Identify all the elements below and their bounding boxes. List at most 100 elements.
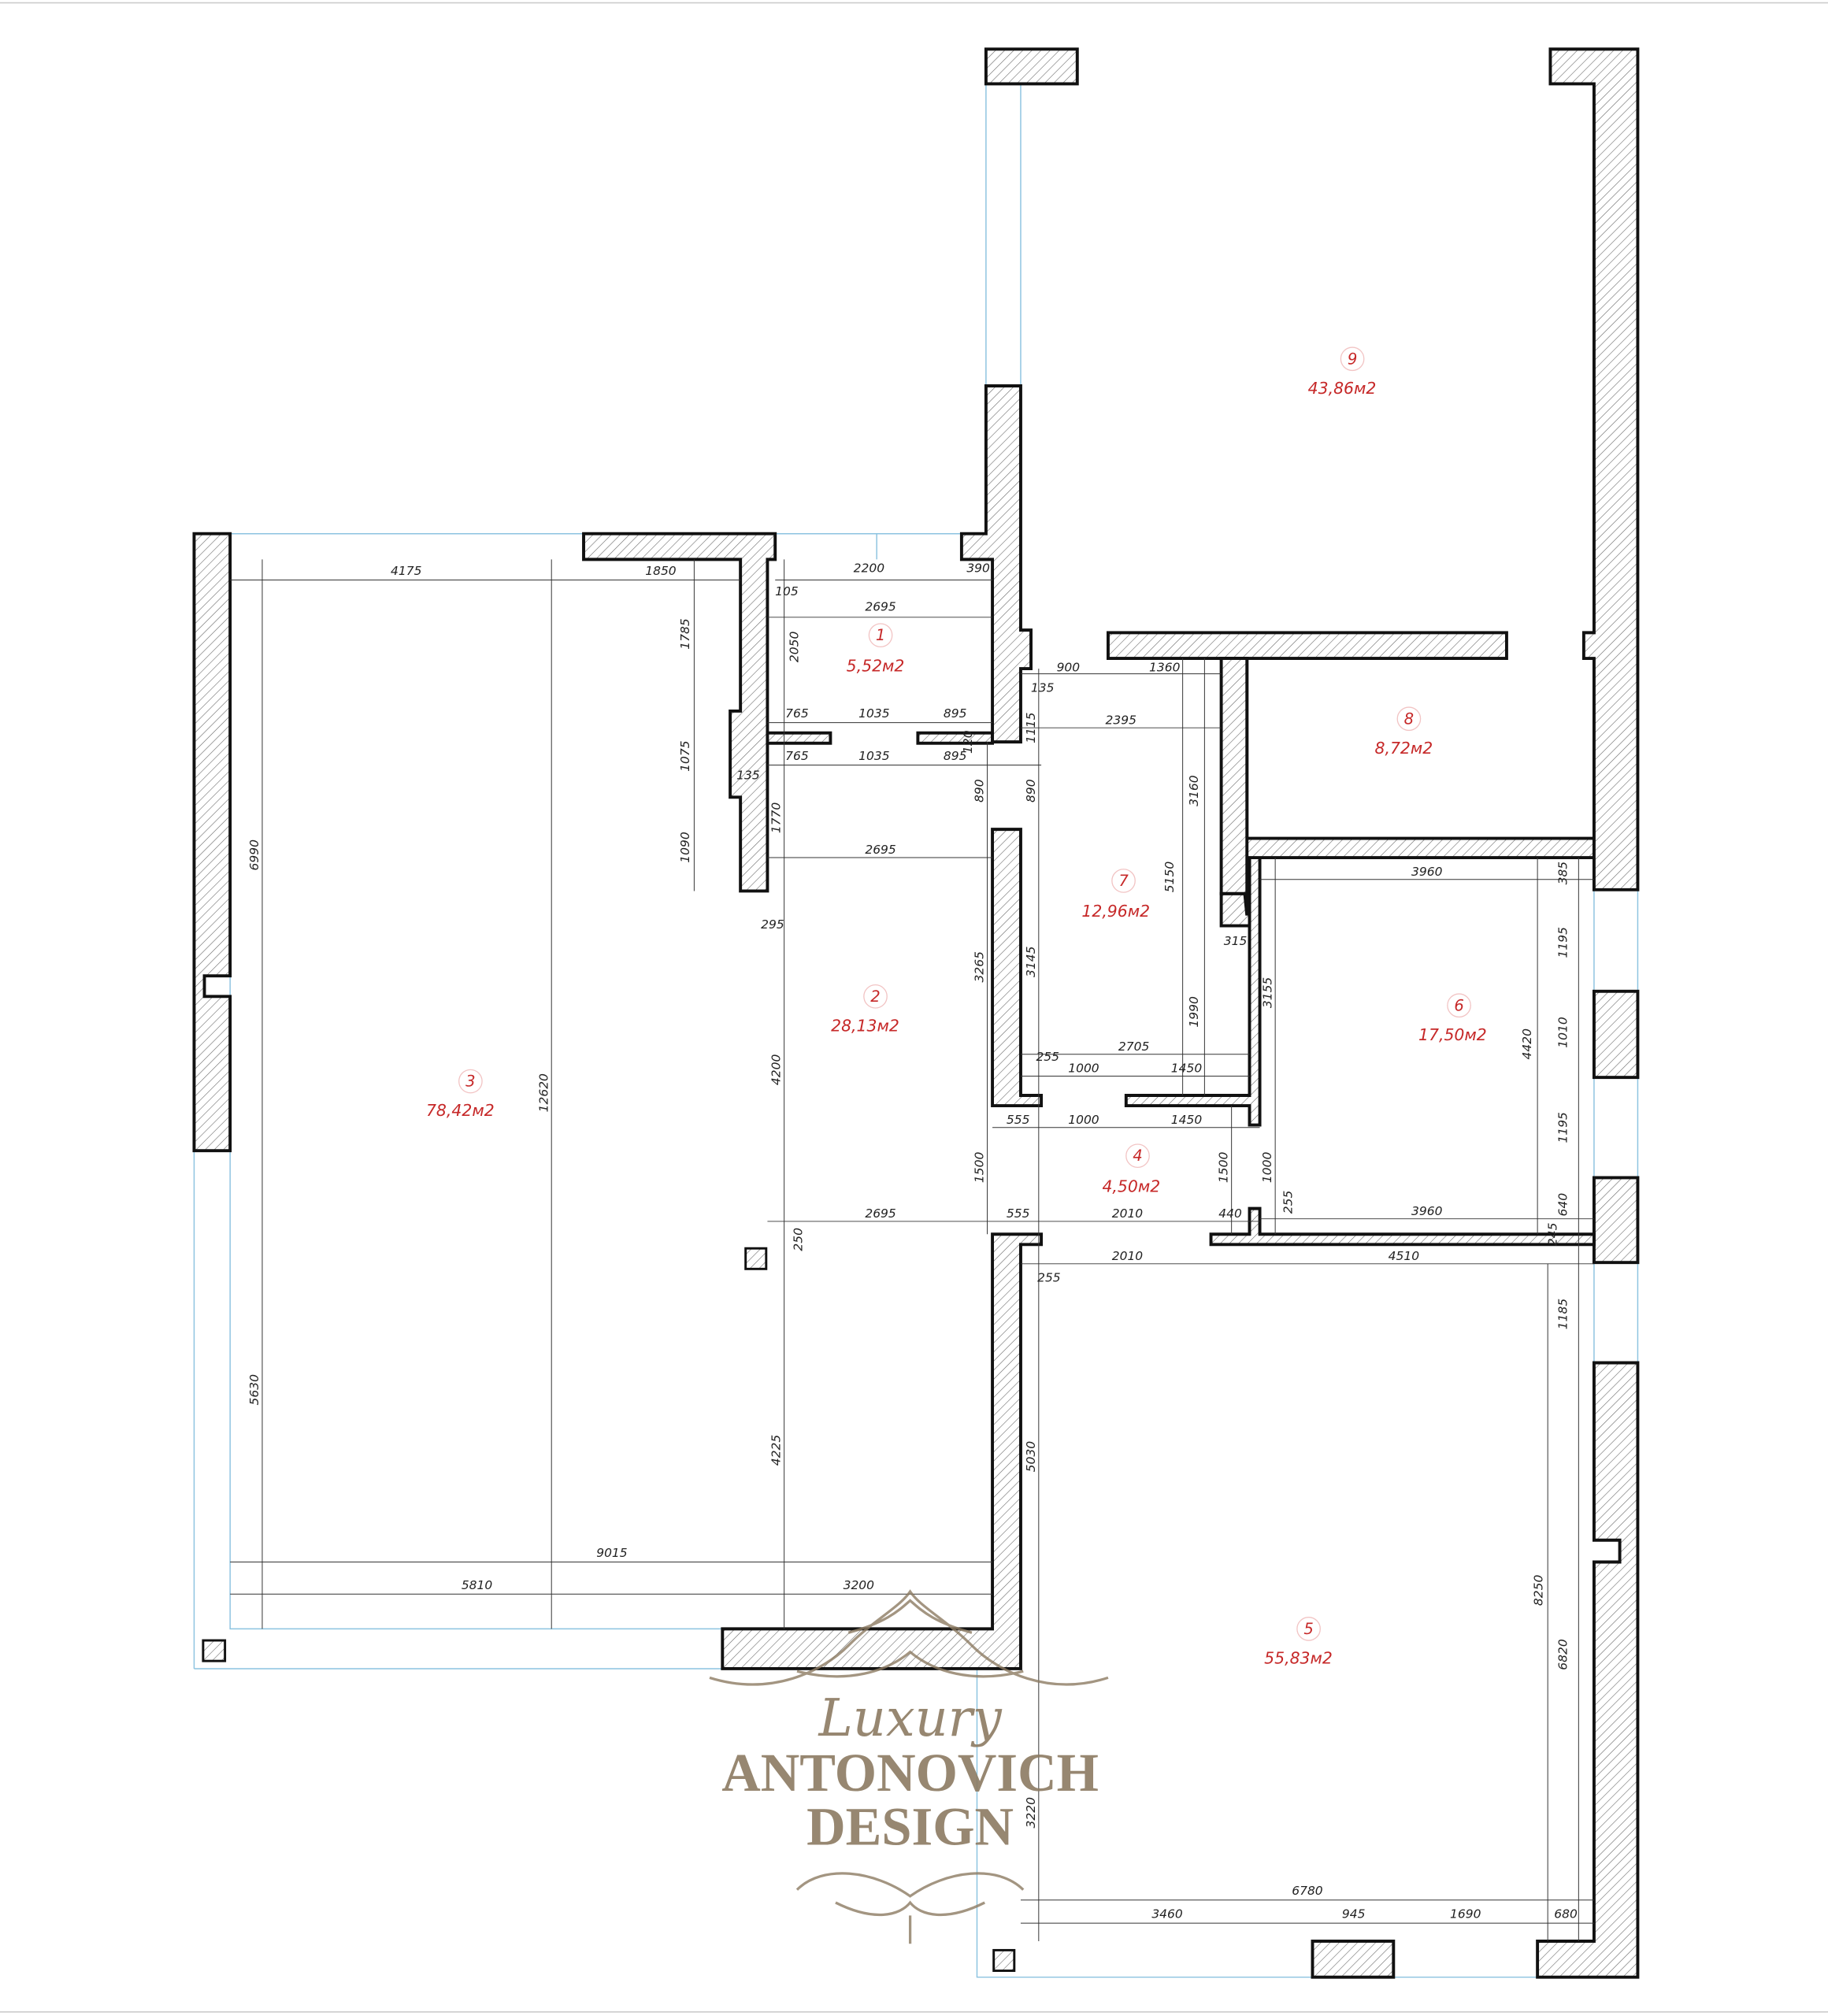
dimension-label: 4175 [391,564,421,578]
dimension-label: 2010 [1112,1249,1144,1263]
dimension-label: 245 [1546,1222,1560,1246]
dimension-label: 1000 [1068,1062,1099,1076]
walls [192,47,1640,1979]
dimension-label: 640 [1556,1193,1570,1217]
dimension-label: 945 [1342,1907,1366,1922]
dimension-label: 1690 [1450,1907,1481,1922]
dimension-label: 2395 [1106,713,1136,727]
dimension-label: 1010 [1556,1017,1570,1048]
dimension-label: 1770 [769,802,784,834]
room-label-9: 9 43,86м2 [1308,346,1377,398]
dimension-label: 1035 [858,749,889,763]
ornament-bottom [795,1872,1025,1944]
dimension-label: 8250 [1532,1575,1546,1606]
dimension-label: 1115 [1024,712,1038,743]
dimension-label: 1450 [1171,1113,1203,1127]
dimension-label: 890 [973,779,987,802]
dimension-label: 555 [1007,1206,1030,1221]
dimension-label: 3960 [1411,865,1443,879]
dimension-label: 5810 [462,1578,493,1592]
dimension-label: 1195 [1556,1112,1570,1143]
dimension-label: 1500 [1217,1152,1231,1184]
dimension-label: 255 [1037,1271,1061,1285]
room-number-circle [1296,1617,1321,1641]
room-label-7: 712,96м2 [1081,869,1150,921]
room-number-circle [458,1069,483,1094]
dimension-label: 3160 [1187,775,1201,806]
room-area: 43,86м2 [1308,379,1377,398]
dimension-label: 1000 [1068,1113,1099,1127]
dimension-label: 3145 [1024,947,1038,977]
dimension-label: 6820 [1556,1639,1570,1670]
dimension-label: 2695 [865,1206,895,1221]
dimension-label: 1850 [645,564,677,578]
dimension-label: 135 [1031,680,1055,695]
room-area: 28,13м2 [831,1016,899,1035]
watermark-antonovich: ANTONOVICH [721,1743,1099,1803]
dimension-lines [230,559,1594,1941]
room-number: 5 [1303,1620,1313,1638]
room-label-8: 8 8,72м2 [1374,706,1433,758]
watermark-luxury: Luxury [818,1688,1002,1748]
ornament-top [709,1589,1109,1686]
room-label-1: 15,52м2 [847,623,905,675]
dimension-label: 3460 [1151,1907,1183,1922]
room-number-circle [868,623,893,648]
dimension-label: 1450 [1171,1062,1203,1076]
room-number-circle [1340,346,1365,372]
room-number-circle [1396,706,1422,732]
room-number: 2 [870,988,880,1006]
dimension-label: 2010 [1112,1206,1144,1221]
dimension-label: 1000 [1260,1152,1274,1184]
dimension-label: 120 [961,730,975,754]
dimension-label: 6990 [247,839,261,871]
room-number-circle [863,984,888,1009]
dimension-label: 765 [785,749,809,763]
dimension-label: 2695 [865,843,895,857]
dimension-label: 900 [1057,660,1081,674]
dimension-label: 680 [1554,1907,1578,1922]
room-number-circle [1125,1143,1150,1169]
dimension-label: 9015 [596,1546,627,1560]
room-label-3: 378,42м2 [426,1069,495,1120]
dimension-label: 2200 [854,561,885,576]
room-number-circle [1447,993,1471,1018]
dimension-label: 4510 [1389,1249,1420,1263]
dimension-label: 295 [761,917,784,932]
dimension-label: 3220 [1024,1797,1038,1829]
dimension-label: 3155 [1260,977,1274,1008]
dimension-label: 2705 [1118,1040,1149,1054]
room-labels: 15,52м2228,13м2378,42м244,50м2555,83м261… [426,346,1487,1667]
dimension-label: 2050 [788,631,802,662]
room-area: 4,50м2 [1102,1177,1160,1195]
room-label-6: 617,50м2 [1418,993,1487,1044]
dimension-label: 4420 [1520,1028,1534,1060]
dimension-label: 1090 [678,832,692,863]
dimension-label: 5030 [1024,1441,1038,1473]
dimension-label: 1785 [678,618,692,649]
dimension-label: 3200 [844,1578,875,1592]
dimension-label: 890 [1024,779,1038,802]
room-number: 9 [1348,350,1357,368]
room-area: 5,52м2 [847,656,905,675]
dimension-label: 765 [785,706,809,721]
watermark-logo: Luxury ANTONOVICH DESIGN [709,1589,1109,1944]
dimension-label: 5150 [1162,862,1177,893]
dimension-label: 105 [775,584,799,598]
room-number: 3 [465,1073,475,1091]
room-area: 55,83м2 [1264,1648,1333,1667]
room-area: 17,50м2 [1418,1025,1487,1044]
dimension-label: 1195 [1556,927,1570,958]
room-number: 8 [1404,710,1414,728]
dimension-label: 1185 [1556,1299,1570,1329]
dimension-label: 1360 [1149,660,1181,674]
dimension-label: 255 [1036,1050,1059,1064]
room-number-circle [1111,869,1136,893]
dimension-label: 895 [944,706,967,721]
dimension-label: 2695 [865,600,895,614]
dimension-label: 6780 [1292,1884,1323,1898]
dimension-label: 4225 [769,1435,784,1466]
room-area: 8,72м2 [1374,739,1433,758]
room-area: 12,96м2 [1081,902,1150,921]
dimension-label: 315 [1224,934,1248,948]
